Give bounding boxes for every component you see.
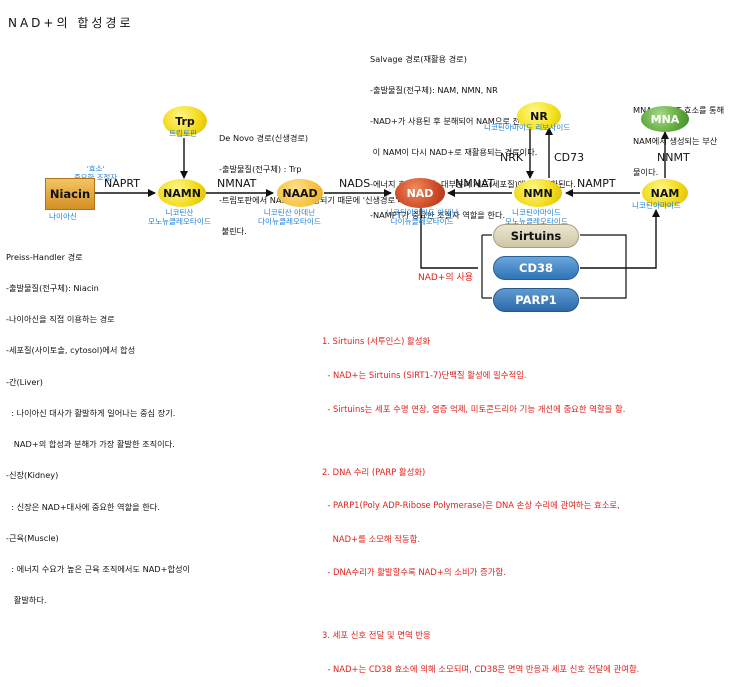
- preiss-line: -근육(Muscle): [6, 532, 59, 543]
- nmn-label: NMN: [523, 186, 553, 200]
- preiss-line: 활발하다.: [6, 595, 47, 606]
- preiss-line: : 신장은 NAD+대사에 중요한 역할을 한다.: [6, 501, 160, 512]
- nam-sublabel: 니코틴아마이드: [632, 201, 681, 210]
- nam-label: NAM: [650, 186, 680, 200]
- denovo-line: De Novo 경로(신생경로): [219, 132, 309, 143]
- nad-sublabel: 니코틴아마이드 아데닌 다이뉴클레오타이드: [386, 208, 459, 226]
- enzyme-nampt: NAMPT: [577, 177, 616, 190]
- usage-line: 2. DNA 수리 (PARP 활성화): [322, 466, 426, 477]
- arrow-consumers-nam: [580, 209, 660, 269]
- enzyme-note: '효소' 중요한 조절자: [74, 164, 118, 182]
- enzyme-naprt: NAPRT: [104, 177, 140, 190]
- mna-label: MNA: [650, 112, 680, 126]
- pathway-arrows: [93, 127, 669, 299]
- nad-usage-label: NAD+의 사용: [418, 273, 474, 283]
- niacin-sublabel: 나이아신: [49, 212, 77, 221]
- enzyme-nnmt: NNMT: [657, 151, 690, 164]
- salvage-line: -NAMPT가 중요한 조절자 역할을 한다.: [370, 209, 506, 220]
- preiss-line: -세포질(사이토솔, cytosol)에서 합성: [6, 345, 136, 356]
- usage-line: - Sirtuins는 세포 수명 연장, 염증 억제, 미토콘드리아 기능 개…: [322, 403, 626, 414]
- enzyme-nads: NADS: [339, 177, 371, 190]
- naad-sublabel: 니코틴산 아데닌 다이뉴클레오타이드: [258, 208, 321, 226]
- nmn-node: NMN: [514, 179, 562, 207]
- niacin-node: Niacin: [45, 178, 95, 210]
- niacin-label: Niacin: [49, 187, 91, 201]
- salvage-line: Salvage 경로(재활용 경로): [370, 53, 467, 64]
- nr-label: NR: [530, 109, 548, 123]
- mna-node: MNA: [641, 106, 689, 132]
- nad-label: NAD: [406, 186, 434, 200]
- usage-line: [322, 601, 639, 608]
- preiss-line: -신장(Kidney): [6, 470, 59, 481]
- sirtuins-pill: Sirtuins: [493, 224, 579, 248]
- preiss-line: : 나이아신 대사가 활발하게 일어나는 중심 장기.: [6, 407, 176, 418]
- preiss-line: NAD+의 합성과 분해가 가장 활발한 조직이다.: [6, 439, 175, 450]
- usage-line: - PARP1(Poly ADP-Ribose Polymerase)은 DNA…: [322, 500, 620, 511]
- bracket-right: [580, 234, 627, 299]
- salvage-line: -출발물질(전구체): NAM, NMN, NR: [370, 85, 498, 96]
- denovo-line: -출발물질(전구체) : Trp: [219, 164, 302, 175]
- preiss-line: -간(Liver): [6, 376, 43, 387]
- namn-node: NAMN: [158, 179, 206, 207]
- preiss-line: -나이아신을 직접 이용하는 경로: [6, 314, 115, 325]
- cd38-label: CD38: [519, 261, 553, 275]
- usage-line: NAD+를 소모해 작동함.: [322, 533, 421, 544]
- usage-line: - NAD+는 CD38 효소에 의해 소모되며, CD38은 면역 반응과 세…: [322, 664, 640, 675]
- nr-sublabel: 니코틴아마이드 리보사이드: [484, 123, 571, 132]
- mna-note-line: 물이다.: [633, 167, 659, 178]
- usage-line: 3. 세포 신호 전달 및 면역 반응: [322, 630, 431, 641]
- nad-node: NAD: [395, 178, 445, 208]
- namn-sublabel: 니코틴산 모노뉴클레오타이드: [148, 208, 211, 226]
- naad-node: NAAD: [277, 179, 323, 207]
- enzyme-nmnat-1: NMNAT: [217, 177, 257, 190]
- preiss-line: Preiss-Handler 경로: [6, 251, 83, 262]
- parp1-label: PARP1: [515, 293, 557, 307]
- enzyme-nrk: NRK: [500, 151, 524, 164]
- nmn-sublabel: 니코틴아마이드 모노뉴클레오타이드: [505, 208, 568, 226]
- naad-label: NAAD: [282, 186, 318, 200]
- line-nad-consumers: [420, 208, 478, 269]
- enzyme-nmnat-2: NMNAT: [455, 177, 495, 190]
- sirtuins-label: Sirtuins: [510, 229, 562, 243]
- nad-usage-list: 1. Sirtuins (서투인스) 활성화 - NAD+는 Sirtuins …: [322, 314, 639, 687]
- page-title: NAD+의 합성경로: [8, 16, 134, 30]
- usage-line: - DNA수리가 활발할수록 NAD+의 소비가 증가함.: [322, 567, 506, 578]
- usage-line: [322, 437, 639, 444]
- usage-line: 1. Sirtuins (서투인스) 활성화: [322, 336, 431, 347]
- mna-note-line: NAM에서 생성되는 부산: [633, 136, 718, 147]
- salvage-line: 이 NAM이 다시 NAD+로 재활용되는 경로이다.: [370, 147, 538, 158]
- preiss-line: -출발물질(전구체): Niacin: [6, 283, 99, 294]
- preiss-line: : 에너지 수요가 높은 근육 조직에서도 NAD+합성이: [6, 564, 191, 574]
- parp1-pill: PARP1: [493, 288, 579, 312]
- trp-sublabel: 트립토판: [169, 129, 197, 138]
- cd38-pill: CD38: [493, 256, 579, 280]
- usage-line: - NAD+는 Sirtuins (SIRT1-7)단백질 활성에 필수적임.: [322, 370, 527, 381]
- enzyme-cd73: CD73: [554, 151, 585, 164]
- namn-label: NAMN: [163, 186, 201, 200]
- denovo-line: 불린다.: [219, 226, 247, 237]
- trp-label: Trp: [175, 114, 195, 128]
